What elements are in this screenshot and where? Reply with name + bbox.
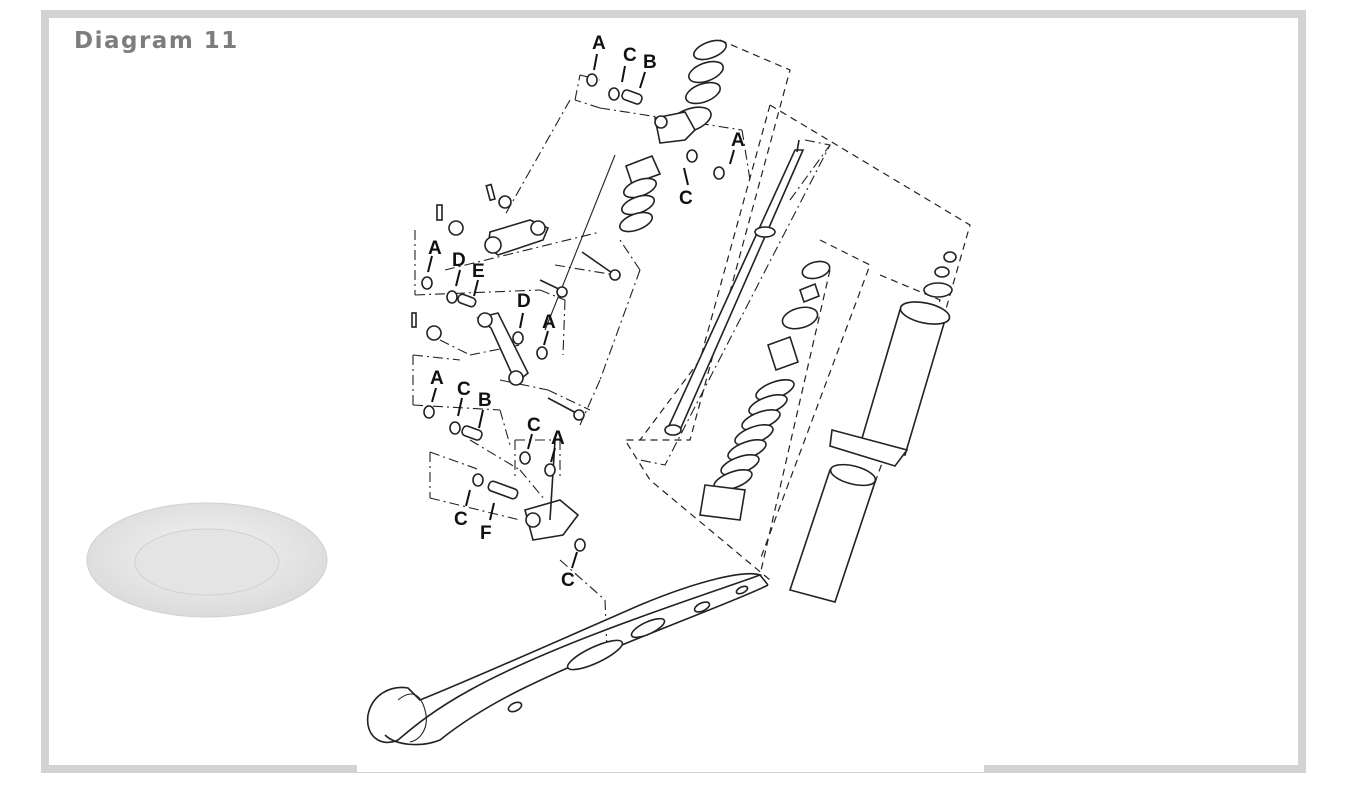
callout-label: A [731, 130, 745, 151]
shock-housing [788, 251, 957, 603]
callout-label: C [454, 509, 468, 530]
upper-spring-stack [654, 39, 728, 144]
upper-linkage [436, 183, 621, 298]
callout-label: A [428, 238, 442, 259]
assembly-lines [412, 74, 831, 651]
callout-label: C [561, 570, 575, 591]
callout-label: A [551, 428, 565, 449]
callout-label: A [430, 368, 444, 389]
lower-clamp [524, 439, 580, 541]
ski [366, 572, 769, 746]
callout-leaders [427, 53, 735, 569]
callout-label: A [542, 312, 556, 333]
callout-label: B [478, 390, 492, 411]
callout-label: C [623, 45, 637, 66]
callout-label: B [643, 52, 657, 73]
callout-labels: A C B A C A D E D A A C B C A C F C [428, 33, 745, 591]
callout-label: D [517, 291, 531, 312]
middle-linkage [411, 312, 585, 421]
upper-mid-spring-stack [618, 154, 662, 233]
callout-label: C [527, 415, 541, 436]
strut-rod [544, 139, 831, 466]
washers [421, 73, 725, 552]
dashed-boundaries [623, 39, 971, 581]
diagram-title: Diagram 11 [74, 28, 239, 54]
callout-label: A [592, 33, 606, 54]
callout-label: C [679, 188, 693, 209]
callout-label: E [472, 261, 485, 282]
callout-label: C [457, 379, 471, 400]
shock-spring [699, 260, 831, 521]
callout-label: D [452, 250, 466, 271]
callout-label: F [480, 523, 492, 544]
washer-photo [86, 502, 328, 618]
